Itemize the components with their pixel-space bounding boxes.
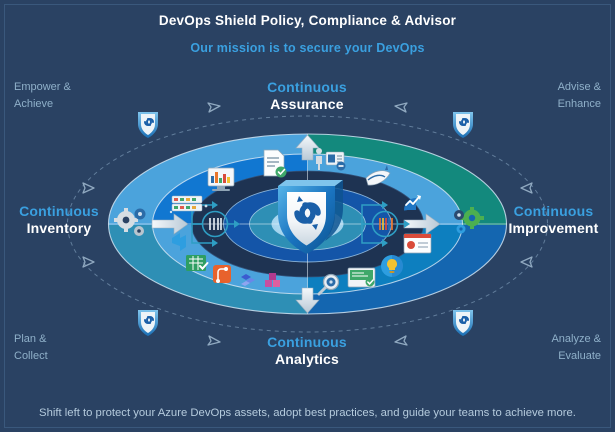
arrow-right-inventory — [151, 213, 189, 235]
axis-label-continuous-improvement: Continuous Improvement — [496, 203, 611, 237]
dashboard-monitor-icon — [207, 167, 235, 191]
user-board-icon — [316, 148, 346, 171]
arrow-down-analytics — [295, 287, 320, 314]
corner-caption-top-left-line2: Achieve — [14, 98, 54, 110]
corner-caption-top-right: Advise & Enhance — [558, 79, 601, 113]
axis-label-left-line2: Inventory — [26, 220, 92, 236]
shield-badge-top-left — [138, 112, 158, 138]
azure-devops-icon — [172, 233, 186, 251]
pipeline-icon — [241, 274, 255, 286]
corner-caption-top-right-line2: Enhance — [557, 98, 601, 110]
axis-label-continuous-inventory: Continuous Inventory — [4, 203, 114, 237]
git-branch-icon — [213, 265, 231, 283]
server-rack-icon — [169, 195, 208, 214]
page-title: DevOps Shield Policy, Compliance & Advis… — [158, 13, 457, 28]
axis-label-continuous-assurance: Continuous Assurance — [202, 79, 412, 113]
lightbulb-globe-icon — [381, 255, 403, 277]
corner-caption-bottom-left: Plan & Collect — [14, 331, 48, 365]
scan-node-left — [191, 201, 240, 247]
magnifier-icon — [317, 273, 340, 296]
axis-label-top-line1: Continuous — [267, 79, 347, 95]
corner-caption-bottom-left-line2: Collect — [14, 350, 48, 362]
orbit-path — [67, 115, 548, 333]
corner-caption-bottom-right-line2: Evaluate — [558, 350, 601, 362]
footer-tagline: Shift left to protect your Azure DevOps … — [39, 407, 576, 419]
orbit-chevron-icons — [82, 102, 533, 346]
page-subtitle: Our mission is to secure your DevOps — [190, 41, 425, 55]
document-check-icon — [263, 149, 287, 178]
axis-label-left-line1: Continuous — [19, 203, 99, 219]
artifacts-icon — [265, 273, 280, 287]
shield-badge-bottom-left — [138, 310, 158, 336]
spreadsheet-check-icon — [186, 255, 209, 271]
corner-caption-bottom-right: Analyze & Evaluate — [551, 331, 601, 365]
axis-label-right-line1: Continuous — [513, 203, 594, 219]
corner-caption-bottom-left-line1: Plan & — [14, 333, 47, 345]
gear-cluster-green-icon — [454, 207, 484, 234]
gear-cluster-icon — [114, 208, 146, 236]
report-card-icon — [403, 233, 432, 254]
corner-caption-bottom-right-line1: Analyze & — [551, 333, 601, 345]
corner-caption-top-left-line1: Empower & — [14, 81, 71, 93]
shield-badge-top-right — [453, 112, 473, 138]
devops-shield-infinity-icon — [278, 180, 343, 254]
trend-chart-icon — [403, 195, 421, 211]
compliance-card-icon — [347, 267, 376, 288]
axis-label-bottom-line1: Continuous — [267, 334, 347, 350]
arrow-right-improvement — [403, 213, 441, 235]
corner-caption-top-left: Empower & Achieve — [14, 79, 71, 113]
shield-badge-bottom-right — [453, 310, 473, 336]
axis-label-bottom-line2: Analytics — [274, 351, 340, 367]
corner-caption-top-right-line1: Advise & — [557, 81, 601, 93]
shield-scan-icon — [365, 165, 391, 186]
axis-label-top-line2: Assurance — [270, 96, 344, 112]
axis-label-continuous-analytics: Continuous Analytics — [202, 334, 412, 368]
axis-label-right-line2: Improvement — [508, 220, 599, 236]
scan-node-right — [361, 201, 410, 247]
arrow-up-assurance — [295, 134, 320, 161]
